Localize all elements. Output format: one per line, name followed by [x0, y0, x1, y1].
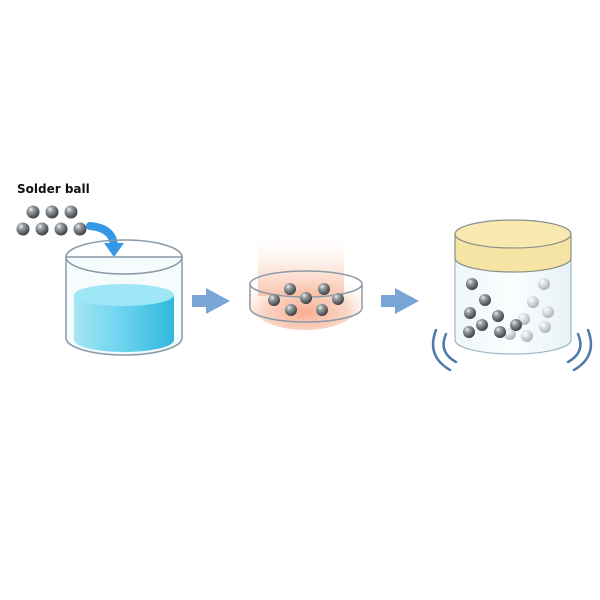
solder-ball	[539, 321, 551, 333]
solder-ball	[16, 222, 30, 236]
solder-ball	[492, 310, 504, 322]
solder-ball	[527, 296, 539, 308]
solder-ball	[54, 222, 68, 236]
solder-ball	[521, 330, 533, 342]
solder-ball	[479, 294, 491, 306]
solder-ball	[464, 307, 476, 319]
solder-ball	[35, 222, 49, 236]
solder-ball	[284, 283, 296, 295]
right-arrow-icon	[192, 288, 230, 314]
solder-ball	[64, 205, 78, 219]
solder-ball	[45, 205, 59, 219]
beaker-rim	[65, 239, 183, 275]
curved-arrow-down-icon	[86, 222, 124, 257]
liquid-surface	[74, 284, 174, 306]
solder-balls-group	[16, 205, 87, 236]
beaker-with-liquid	[65, 239, 183, 356]
solder-ball-label: Solder ball	[17, 182, 90, 196]
solder-ball	[494, 326, 506, 338]
solder-ball	[504, 328, 516, 340]
vibration-lines-icon	[431, 328, 593, 372]
right-arrow-icon	[381, 288, 419, 314]
solder-ball	[466, 278, 478, 290]
solder-ball	[463, 326, 475, 338]
solder-ball	[538, 278, 550, 290]
solder-ball	[542, 306, 554, 318]
jar-lid-top	[454, 219, 572, 249]
solder-ball	[73, 222, 87, 236]
solder-ball	[285, 304, 297, 316]
heated-dish	[247, 238, 363, 330]
shaking-jar	[454, 219, 572, 355]
solder-ball	[510, 319, 522, 331]
solder-ball	[300, 292, 312, 304]
solder-ball	[268, 294, 280, 306]
solder-ball	[332, 293, 344, 305]
solder-ball	[316, 304, 328, 316]
solder-ball	[26, 205, 40, 219]
solder-ball	[476, 319, 488, 331]
solder-ball	[318, 283, 330, 295]
